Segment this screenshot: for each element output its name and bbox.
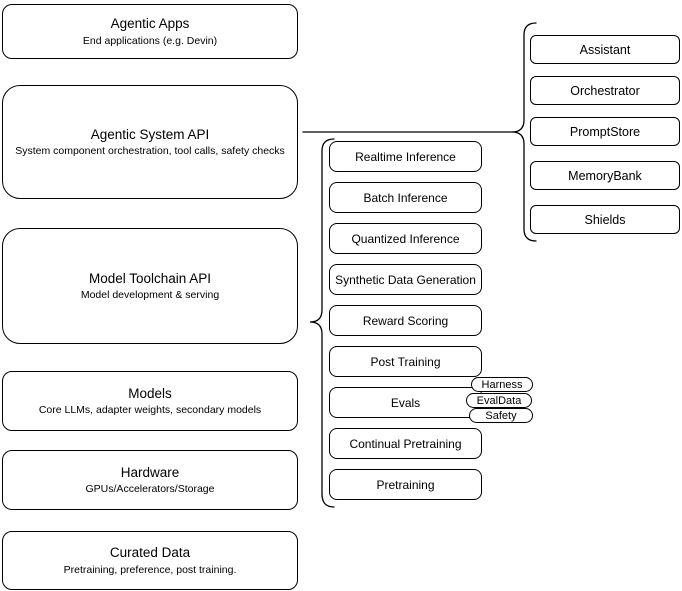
node-orchestrator: Orchestrator: [530, 76, 680, 105]
tag-harness: Harness: [471, 377, 533, 392]
node-title: Agentic System API: [90, 126, 210, 142]
tag-safety: Safety: [469, 408, 533, 423]
node-synthetic-data-generation: Synthetic Data Generation: [329, 264, 482, 295]
node-subtitle: End applications (e.g. Devin): [82, 34, 218, 47]
brace-toolchain: [309, 138, 335, 508]
node-assistant: Assistant: [530, 35, 680, 64]
node-shields: Shields: [530, 205, 680, 234]
node-agentic-system-api: Agentic System API System component orch…: [2, 85, 298, 199]
node-continual-pretraining: Continual Pretraining: [329, 428, 482, 459]
node-reward-scoring: Reward Scoring: [329, 305, 482, 336]
node-subtitle: Model development & serving: [80, 289, 220, 302]
node-promptstore: PromptStore: [530, 117, 680, 146]
node-title: Models: [128, 385, 172, 401]
brace-system-components: [511, 22, 537, 242]
tag-evaldata: EvalData: [466, 393, 532, 408]
node-evals: Evals: [329, 387, 482, 418]
node-memorybank: MemoryBank: [530, 161, 680, 190]
node-hardware: Hardware GPUs/Accelerators/Storage: [2, 450, 298, 510]
node-subtitle: Pretraining, preference, post training.: [63, 563, 237, 576]
node-curated-data: Curated Data Pretraining, preference, po…: [2, 531, 298, 590]
node-models: Models Core LLMs, adapter weights, secon…: [2, 371, 298, 431]
node-title: Agentic Apps: [110, 16, 190, 32]
node-quantized-inference: Quantized Inference: [329, 223, 482, 254]
node-subtitle: GPUs/Accelerators/Storage: [85, 483, 215, 496]
node-title: Hardware: [120, 464, 180, 480]
node-realtime-inference: Realtime Inference: [329, 141, 482, 172]
node-pretraining: Pretraining: [329, 469, 482, 500]
node-model-toolchain-api: Model Toolchain API Model development & …: [2, 228, 298, 344]
node-post-training: Post Training: [329, 346, 482, 377]
node-batch-inference: Batch Inference: [329, 182, 482, 213]
node-title: Curated Data: [109, 545, 191, 561]
node-agentic-apps: Agentic Apps End applications (e.g. Devi…: [2, 4, 298, 59]
node-subtitle: Core LLMs, adapter weights, secondary mo…: [38, 404, 262, 417]
node-title: Model Toolchain API: [88, 270, 212, 286]
node-subtitle: System component orchestration, tool cal…: [15, 145, 285, 158]
